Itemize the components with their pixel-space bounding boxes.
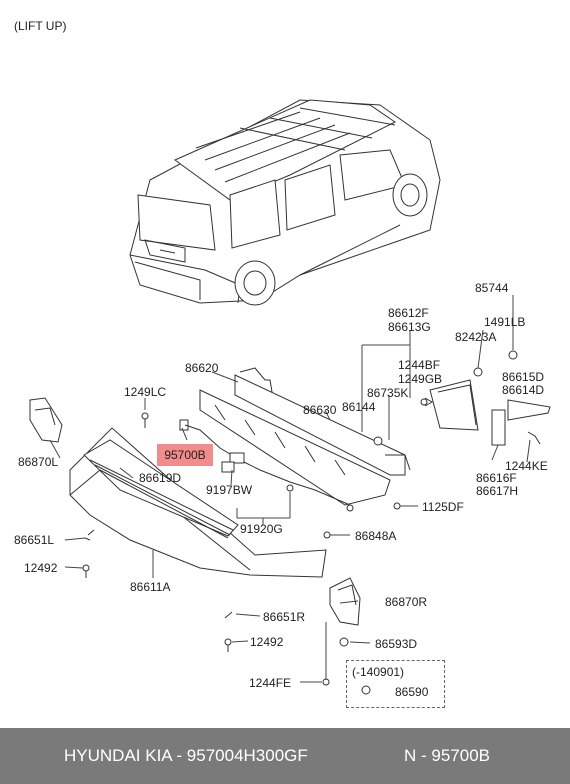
part-label-82423a: 82423A	[455, 330, 497, 344]
part-label-86870l: 86870L	[18, 455, 59, 469]
left-mud-guard	[29, 397, 63, 443]
part-label-86616f: 86616F	[476, 471, 517, 485]
part-label-86144: 86144	[342, 400, 376, 414]
part-label-86615d: 86615D	[502, 370, 545, 384]
parts-diagram	[29, 99, 551, 695]
wiring-harness	[184, 424, 354, 512]
part-label-86613g: 86613G	[388, 320, 431, 334]
part-label-1249gb: 1249GB	[398, 372, 443, 386]
part-label-86630: 86630	[303, 403, 337, 417]
part-label-86620: 86620	[185, 361, 219, 375]
lift-up-note: (LIFT UP)	[14, 19, 67, 33]
part-label-9197bw: 9197BW	[206, 483, 253, 497]
part-label-1491lb: 1491LB	[484, 315, 526, 329]
part-label-86848a: 86848A	[355, 529, 397, 543]
part-label-86593d: 86593D	[375, 637, 418, 651]
side-brackets	[373, 350, 551, 446]
part-label-86590: 86590	[395, 685, 429, 699]
part-label-12492-left: 12492	[24, 561, 58, 575]
footer-part-number: N - 95700B	[404, 746, 490, 765]
part-label-86619d: 86619D	[139, 471, 182, 485]
part-label-86651r: 86651R	[263, 610, 306, 624]
part-label-86651l: 86651L	[14, 533, 55, 547]
part-label-1244fe: 1244FE	[249, 676, 292, 690]
variant-date-note: (-140901)	[352, 665, 405, 679]
part-label-86614d: 86614D	[502, 383, 545, 397]
variant-box	[346, 660, 445, 708]
fasteners	[82, 398, 428, 695]
bumper-cover	[69, 427, 327, 578]
van-illustration	[129, 99, 441, 306]
rear-beam	[199, 367, 411, 506]
part-label-86870r: 86870R	[385, 595, 428, 609]
footer-brand-code: HYUNDAI KIA - 957004H300GF	[64, 746, 308, 765]
part-label-1244bf: 1244BF	[398, 358, 441, 372]
footer-bar: HYUNDAI KIA - 957004H300GF N - 95700B	[0, 728, 570, 784]
part-label-85744: 85744	[475, 281, 509, 295]
part-label-1125df: 1125DF	[422, 500, 464, 514]
part-label-1249lc: 1249LC	[124, 385, 167, 399]
part-label-12492-bottom: 12492	[250, 635, 284, 649]
part-label-1244ke: 1244KE	[505, 459, 548, 473]
part-label-91920g: 91920G	[240, 522, 283, 536]
right-mud-guard	[329, 577, 361, 626]
part-label-86611a: 86611A	[130, 580, 171, 594]
part-label-86612f: 86612F	[388, 306, 429, 320]
part-label-86735k: 86735K	[367, 386, 409, 400]
leader-lines	[49, 295, 531, 683]
part-label-86617h: 86617H	[476, 484, 519, 498]
highlighted-part-label: 95700B	[157, 444, 213, 466]
